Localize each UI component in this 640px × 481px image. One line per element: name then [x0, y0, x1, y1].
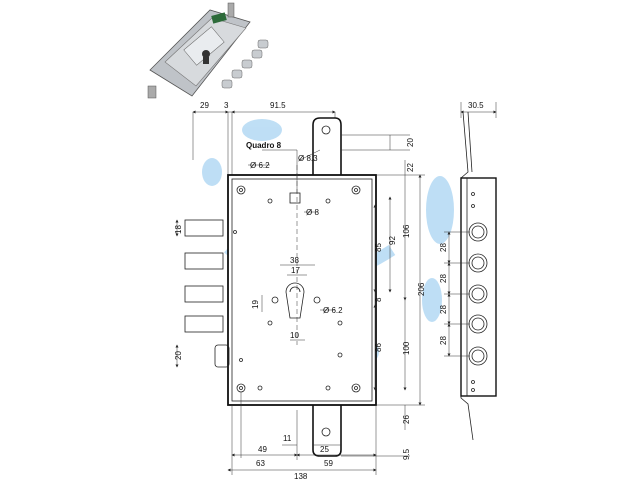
dim-9-5: 9.5 [402, 448, 411, 460]
dim-26: 26 [402, 415, 411, 424]
dim-86: 86 [374, 343, 383, 352]
dim-18: 18 [174, 225, 183, 234]
dim-10: 10 [290, 331, 299, 340]
side-dim-28-c: 28 [439, 305, 448, 314]
side-dim-28-d: 28 [439, 336, 448, 345]
quadro-label: Quadro 8 [246, 141, 282, 150]
dim-3: 3 [224, 101, 229, 110]
dim-85: 85 [374, 243, 383, 252]
dim-206: 206 [417, 282, 426, 296]
diam-6-2-top: Ø 6.2 [250, 161, 270, 170]
diam-8-3: Ø 8.3 [298, 154, 318, 163]
dim-20: 20 [406, 138, 415, 147]
dim-8: 8 [374, 297, 383, 302]
dim-91-5: 91.5 [270, 101, 286, 110]
front-view: Quadro 8 29 3 91.5 49 11 25 63 59 138 20… [174, 101, 426, 481]
dim-138: 138 [294, 472, 308, 481]
right-dims: 20 22 106 92 85 206 8 86 100 26 9.5 [374, 138, 426, 460]
dim-100: 100 [402, 341, 411, 355]
dim-25: 25 [320, 445, 329, 454]
dim-38: 38 [290, 256, 299, 265]
dim-22: 22 [406, 163, 415, 172]
side-dim-28-a: 28 [439, 243, 448, 252]
dim-106: 106 [402, 224, 411, 238]
dim-59: 59 [324, 459, 333, 468]
diam-6-2-bottom: Ø 6.2 [323, 306, 343, 315]
dim-92: 92 [388, 236, 397, 245]
lock-photo [147, 2, 269, 99]
dim-11: 11 [283, 434, 292, 443]
side-dim-28-b: 28 [439, 274, 448, 283]
dim-63: 63 [256, 459, 265, 468]
dim-29: 29 [200, 101, 209, 110]
dim-49: 49 [258, 445, 267, 454]
dim-19: 19 [251, 300, 260, 309]
diam-8: Ø 8 [306, 208, 319, 217]
dim-20-left: 20 [174, 351, 183, 360]
dim-17: 17 [291, 266, 300, 275]
dim-30-5: 30.5 [468, 101, 484, 110]
side-view: 30.5 28 28 28 28 [439, 101, 497, 441]
